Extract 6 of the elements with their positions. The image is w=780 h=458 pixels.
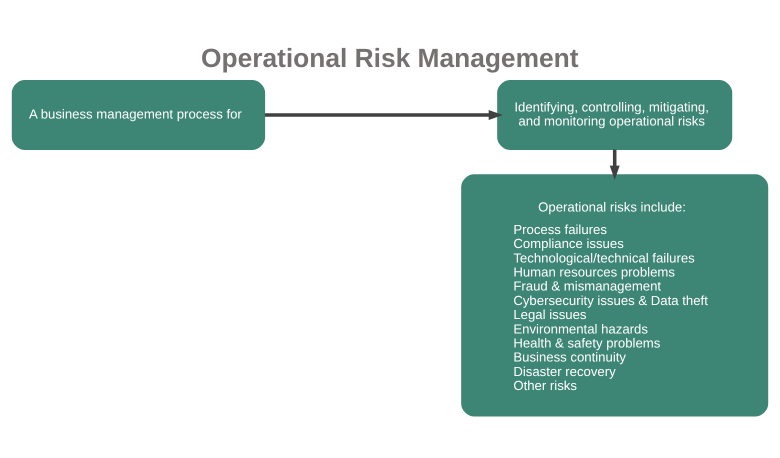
node-box: Identifying, controlling, mitigating, and monitoring operational risks	[497, 80, 732, 150]
node-box: Operational risks include: Process failures Compliance issues Technological/technical failures Human resources problems Fraud & mismanagement Cybersecurity issues & Data theft Legal issues Environmental hazards Health & safety problems Business continuity Disaster recovery Other risks	[461, 174, 768, 416]
arrow	[264, 110, 503, 120]
diagram-title: Operational Risk Management	[201, 42, 578, 73]
arrow	[610, 149, 620, 180]
node-box: A business management process for	[12, 80, 266, 150]
